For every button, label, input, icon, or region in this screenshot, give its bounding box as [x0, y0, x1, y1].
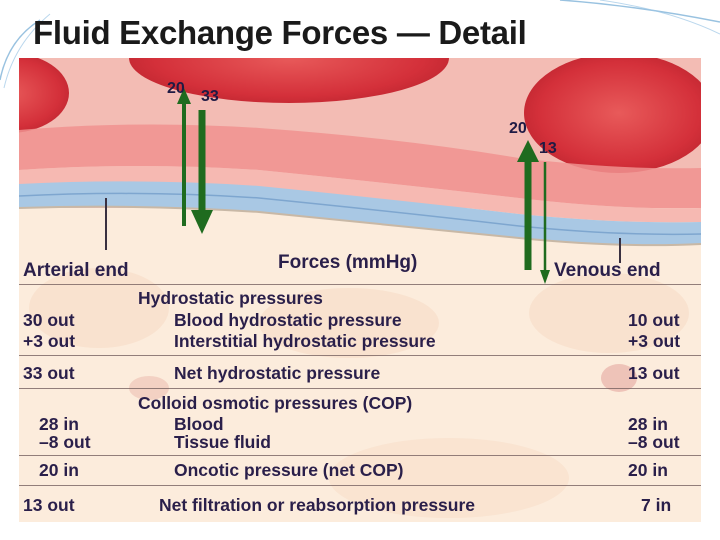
net-hydrostatic-venous: 13 out	[628, 363, 680, 384]
capillary-illustration	[19, 58, 701, 522]
oncotic-venous: 20 in	[628, 460, 668, 481]
arterial-end-header: Arterial end	[23, 260, 129, 282]
tissue-cop-arterial: –8 out	[39, 432, 91, 453]
net-filtration-label: Net filtration or reabsorption pressure	[159, 495, 475, 516]
divider	[19, 355, 701, 356]
tissue-cop-venous: –8 out	[628, 432, 680, 453]
net-filtration-venous: 7 in	[641, 495, 671, 516]
divider	[19, 485, 701, 486]
oncotic-label: Oncotic pressure (net COP)	[174, 460, 404, 481]
net-hydrostatic-label: Net hydrostatic pressure	[174, 363, 380, 384]
divider	[19, 388, 701, 389]
oncotic-arterial: 20 in	[39, 460, 79, 481]
venous-down-value: 13	[539, 140, 557, 158]
hydrostatic-section-title: Hydrostatic pressures	[138, 288, 323, 309]
header-divider	[19, 284, 701, 285]
arterial-up-value: 20	[167, 80, 185, 98]
blood-hydrostatic-venous: 10 out	[628, 310, 680, 331]
tissue-cop-label: Tissue fluid	[174, 432, 271, 453]
venous-end-header: Venous end	[554, 260, 661, 282]
slide-title: Fluid Exchange Forces — Detail	[33, 14, 526, 52]
forces-header: Forces (mmHg)	[278, 252, 417, 274]
blood-hydrostatic-label: Blood hydrostatic pressure	[174, 310, 402, 331]
blood-hydrostatic-arterial: 30 out	[23, 310, 75, 331]
interstitial-hydrostatic-arterial: +3 out	[23, 331, 75, 352]
arterial-down-value: 33	[201, 88, 219, 106]
net-hydrostatic-arterial: 33 out	[23, 363, 75, 384]
net-filtration-arterial: 13 out	[23, 495, 75, 516]
capillary-figure: 20 33 20 13 Arterial end Forces (mmHg) V…	[19, 58, 701, 522]
interstitial-hydrostatic-label: Interstitial hydrostatic pressure	[174, 331, 436, 352]
venous-up-value: 20	[509, 120, 527, 138]
divider	[19, 455, 701, 456]
interstitial-hydrostatic-venous: +3 out	[628, 331, 680, 352]
cop-section-title: Colloid osmotic pressures (COP)	[138, 393, 412, 414]
